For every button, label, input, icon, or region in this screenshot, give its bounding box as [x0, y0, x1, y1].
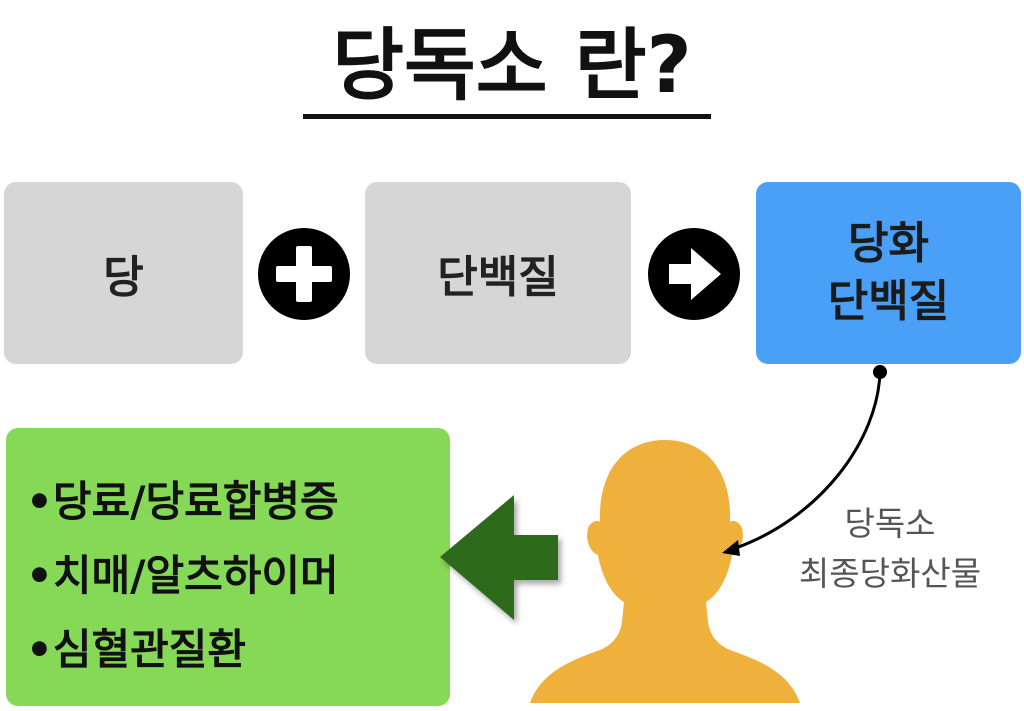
glycated-label-line2: 단백질: [827, 276, 950, 327]
glycated-label-line1: 당화: [848, 218, 929, 269]
protein-box: 단백질: [365, 182, 631, 364]
title-underline: [303, 114, 711, 119]
age-label-line2: 최종당화산물: [798, 554, 982, 593]
person-head-icon: [530, 440, 800, 703]
protein-label: 단백질: [437, 252, 559, 303]
connector-arrowhead: [722, 540, 740, 556]
connector-dot: [873, 365, 887, 379]
age-label-line1: 당독소: [844, 504, 936, 543]
disease-item-diabetes: •당료/당료합병증: [26, 477, 339, 526]
disease-item-dementia: •치매/알츠하이머: [26, 551, 339, 600]
disease-item-cardiovascular: •심혈관질환: [26, 625, 247, 674]
sugar-label: 당: [103, 252, 144, 303]
arrow-left-icon: [440, 495, 558, 620]
sugar-box: 당: [4, 182, 243, 364]
plus-icon: [258, 228, 350, 320]
arrow-right-icon: [648, 228, 740, 320]
glycated-protein-box: 당화 단백질: [756, 182, 1021, 364]
page-title: 당독소 란?: [332, 21, 692, 111]
connector-curve: [729, 371, 882, 552]
diseases-box: •당료/당료합병증 •치매/알츠하이머 •심혈관질환: [6, 428, 450, 706]
